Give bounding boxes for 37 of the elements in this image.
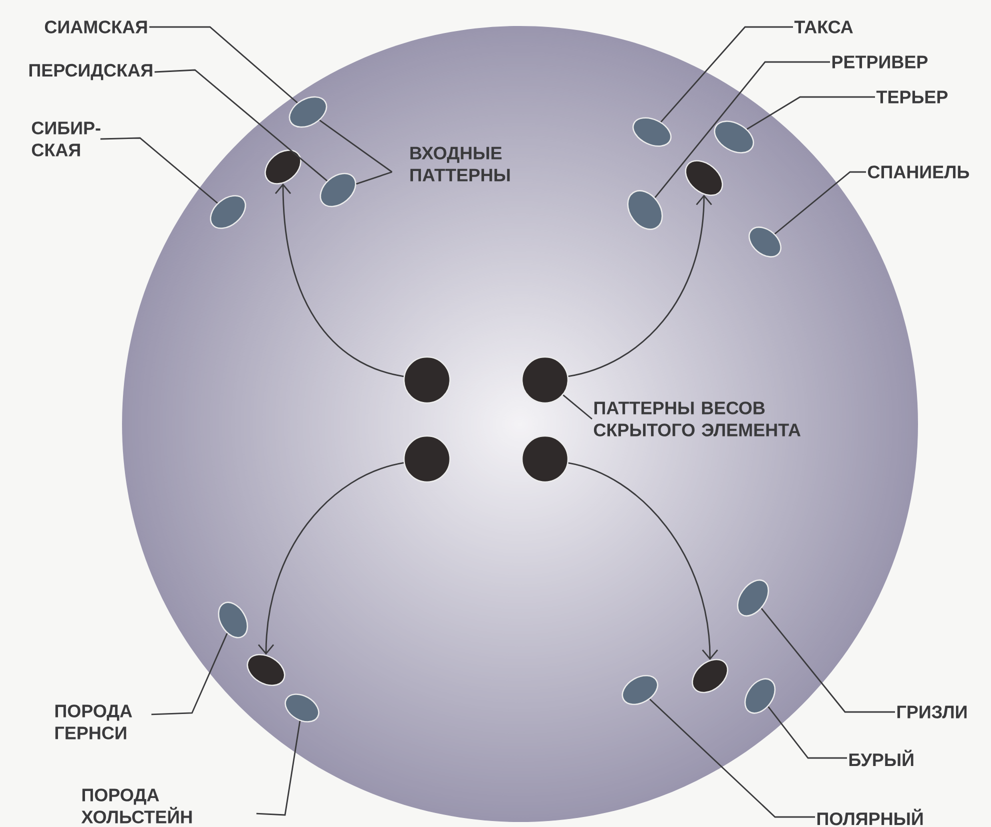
weight-dot — [521, 356, 569, 404]
curved-arrow — [274, 183, 404, 378]
leader-line — [154, 69, 328, 182]
callout-text: ВХОДНЫЕ ПАТТЕРНЫ — [410, 146, 510, 182]
callout-text: РЕТРИВЕР — [832, 56, 928, 68]
leader-line — [149, 26, 298, 104]
leader-line — [660, 26, 793, 122]
leader-line — [356, 171, 392, 185]
callout-text: СИБИР- СКАЯ — [32, 122, 100, 156]
callout-text: ГРИЗЛИ — [897, 706, 967, 718]
leader-line — [760, 608, 895, 713]
callout-text: СИАМСКАЯ — [44, 20, 147, 34]
weight-dot — [403, 435, 451, 483]
callout-text: БУРЫЙ — [849, 750, 914, 766]
weight-dot — [521, 435, 569, 483]
leader-line — [768, 706, 847, 759]
callout-text: ТАКСА — [794, 20, 853, 34]
callout-text: ПОРОДА ГЕРНСИ — [55, 704, 132, 740]
curved-arrow — [568, 194, 712, 377]
callout-text: ПЕРСИДСКАЯ — [29, 64, 152, 80]
leader-line — [654, 61, 830, 198]
leader-line — [319, 120, 392, 173]
callout-text: ПОЛЯРНЫЙ — [817, 808, 923, 826]
weight-dot — [403, 356, 451, 404]
callout-text: ПОРОДА ХОЛЬСТЕЙН — [81, 788, 192, 824]
leader-line — [649, 698, 815, 818]
curved-arrow — [258, 462, 404, 655]
curved-arrow — [568, 462, 718, 660]
leader-line — [256, 720, 301, 816]
callout-text: ТЕРЬЕР — [876, 90, 948, 104]
callout-text: СПАНИЕЛЬ — [868, 166, 969, 178]
leader-line — [100, 137, 218, 204]
leader-line — [562, 394, 592, 420]
leader-line — [774, 171, 866, 234]
leader-line — [151, 633, 228, 716]
leader-line — [746, 96, 875, 130]
callout-text: ПАТТЕРНЫ ВЕСОВ СКРЫТОГО ЭЛЕМЕНТА — [594, 402, 800, 436]
